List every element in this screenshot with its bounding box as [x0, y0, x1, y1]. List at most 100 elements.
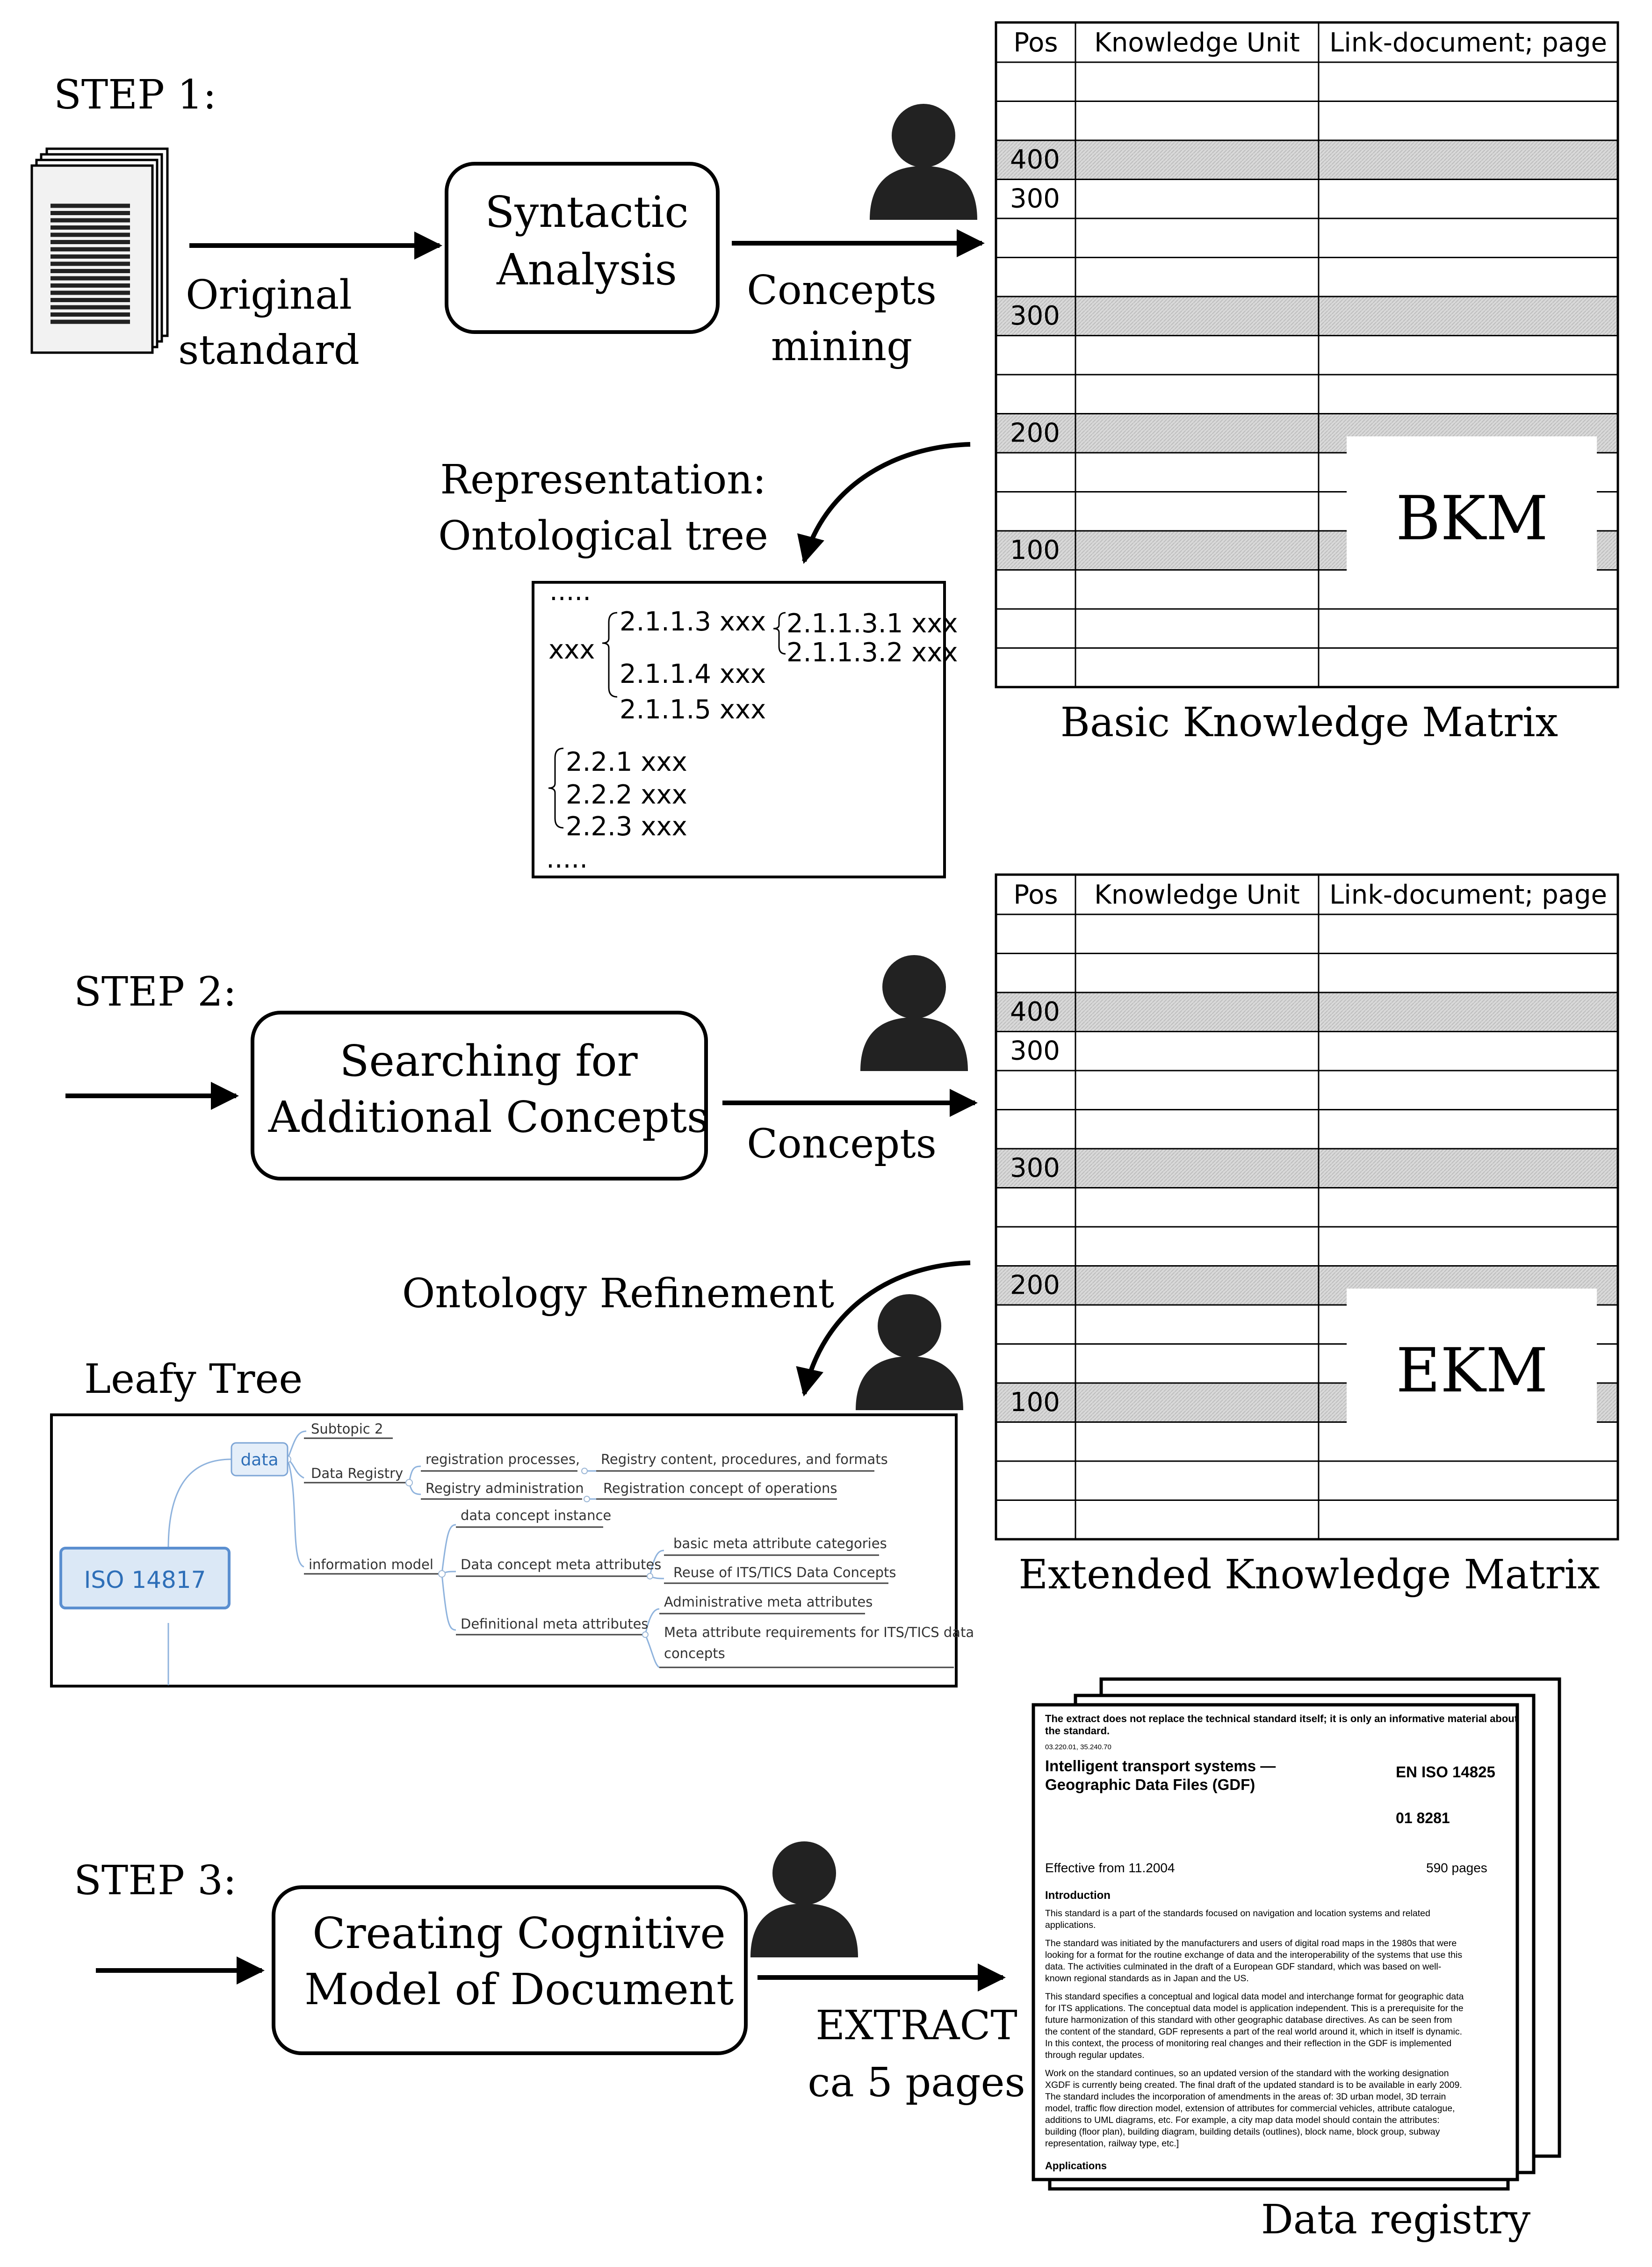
cognitive-model-line2: Model of Document [304, 1964, 734, 2014]
searching-concepts-box [251, 1011, 708, 1181]
ontology-refinement-label: Ontology Refinement [402, 1270, 834, 1317]
doc-paragraph-line: model, traffic flow direction model, ext… [1045, 2103, 1455, 2114]
mindmap-definitional-meta: Definitional meta attributes [461, 1616, 649, 1632]
doc-title: Geographic Data Files (GDF) [1045, 1776, 1255, 1793]
matrix-abbreviation: BKM [1396, 483, 1548, 554]
syntactic-analysis-line1: Syntactic [485, 187, 689, 237]
mindmap-data-concept-instance: data concept instance [461, 1507, 611, 1523]
output-label-line1: Concepts [747, 267, 937, 314]
input-label-line1: Original [186, 272, 352, 319]
concepts-label: Concepts [747, 1121, 937, 1167]
matrix-label-area [1347, 436, 1597, 600]
matrix-position: 300 [1010, 184, 1060, 214]
doc-ics: 03.220.01, 35.240.70 [1045, 1743, 1111, 1751]
leafy-tree-title: Leafy Tree [84, 1356, 303, 1403]
tree-root: xxx [548, 635, 595, 665]
doc-paragraph-line: through regular updates. [1045, 2050, 1144, 2060]
data-registry-label: Data registry [1261, 2196, 1531, 2243]
mindmap-data-label: data [240, 1450, 278, 1470]
matrix-label-area [1347, 1289, 1597, 1452]
tree-dots-bottom: ..... [546, 844, 588, 874]
matrix-header: Link-document; page [1329, 880, 1607, 910]
extract-label-line2: ca 5 pages [808, 2059, 1025, 2106]
extract-label-line1: EXTRACT [815, 2002, 1017, 2049]
mindmap-registration-processes: registration processes, [426, 1451, 580, 1467]
doc-pages: 590 pages [1426, 1861, 1487, 1875]
doc-disclaimer: the standard. [1045, 1725, 1110, 1737]
mindmap-information-model: information model [309, 1557, 433, 1572]
doc-paragraph-line: The standard includes the incorporation … [1045, 2092, 1446, 2102]
matrix-position: 400 [1010, 145, 1060, 175]
tree-node-2.2.1: 2.2.1 xxx [566, 747, 687, 777]
syntactic-analysis-line2: Analysis [496, 245, 677, 295]
syntactic-analysis-box [445, 162, 720, 334]
matrix-position: 300 [1010, 1036, 1060, 1066]
ontological-tree: ..... xxx 2.1.1.3 xxx 2.1.1.4 xxx 2.1.1.… [532, 576, 958, 878]
step1-label: STEP 1: [54, 72, 216, 118]
mindmap-registry-administration: Registry administration [426, 1480, 584, 1496]
matrix-position: 100 [1010, 1387, 1060, 1418]
doc-paragraph-line: This standard is a part of the standards… [1045, 1908, 1430, 1919]
doc-applications-heading: Applications [1045, 2160, 1107, 2172]
doc-paragraph-line: XGDF is currently being created. The fin… [1045, 2080, 1462, 2090]
person-icon [870, 104, 977, 220]
doc-paragraph-line: The standard was initiated by the manufa… [1045, 1938, 1457, 1948]
mindmap-registry-content: Registry content, procedures, and format… [601, 1451, 888, 1467]
mindmap-data-node [231, 1442, 289, 1477]
mindmap-root-node [59, 1547, 231, 1609]
data-registry-document: The extract does not replace the technic… [1032, 1677, 1561, 2191]
leafy-tree-mindmap: ISO 14817 data Subtopic 2 Data Registry … [50, 1413, 974, 1688]
person-icon [856, 1294, 963, 1410]
shaded-row [996, 1149, 1618, 1188]
matrix-header: Knowledge Unit [1094, 28, 1300, 58]
doc-number: EN ISO 14825 [1396, 1763, 1495, 1781]
matrix-abbreviation: EKM [1396, 1335, 1548, 1406]
matrix-position: 200 [1010, 418, 1060, 449]
mindmap-meta-requirements-line2: concepts [664, 1645, 725, 1661]
arrow-icon [797, 442, 971, 564]
doc-disclaimer: The extract does not replace the technic… [1045, 1713, 1518, 1724]
doc-paragraph-line: building (floor plan), building diagram,… [1045, 2127, 1440, 2137]
tree-node-2.1.1.3.2: 2.1.1.3.2 xxx [786, 637, 958, 668]
shaded-row [996, 297, 1618, 336]
matrix-position: 300 [1010, 1153, 1060, 1183]
mindmap-reuse: Reuse of ITS/TICS Data Concepts [673, 1564, 896, 1580]
person-icon [750, 1841, 858, 1957]
tree-node-2.1.1.3: 2.1.1.3 xxx [620, 607, 766, 637]
doc-paragraph-line: for ITS applications. The conceptual dat… [1045, 2003, 1464, 2014]
person-icon [860, 955, 968, 1071]
mindmap-meta-requirements-line1: Meta attribute requirements for ITS/TICS… [664, 1624, 974, 1640]
representation-label-line1: Representation: [440, 456, 766, 503]
tree-dots-top: ..... [549, 576, 591, 607]
matrix-caption: Extended Knowledge Matrix [1018, 1551, 1600, 1598]
doc-paragraph-line: data. The activities culminated in the d… [1045, 1962, 1441, 1972]
doc-paragraph-line: representation, railway type, etc.] [1045, 2138, 1179, 2149]
doc-paragraph-line: known regional standards as in Japan and… [1045, 1973, 1249, 1984]
mindmap-subtopic: Subtopic 2 [311, 1421, 383, 1437]
mindmap-data-concept-meta: Data concept meta attributes [461, 1557, 661, 1572]
mindmap-data-registry: Data Registry [311, 1465, 403, 1481]
document-stack-icon [30, 147, 169, 354]
doc-paragraph-line: applications. [1045, 1920, 1096, 1930]
step2-label: STEP 2: [74, 969, 237, 1015]
matrix-header: Knowledge Unit [1094, 880, 1300, 910]
matrix-header: Pos [1013, 28, 1058, 58]
matrix-position: 300 [1010, 301, 1060, 331]
doc-title: Intelligent transport systems — [1045, 1757, 1276, 1774]
doc-paragraph-line: looking for a format for the routine exc… [1045, 1950, 1462, 1960]
doc-code: 01 8281 [1396, 1810, 1450, 1826]
shaded-row [996, 140, 1618, 180]
doc-effective: Effective from 11.2004 [1045, 1861, 1175, 1875]
mindmap-root-label: ISO 14817 [84, 1566, 206, 1593]
output-label-line2: mining [771, 323, 912, 370]
doc-paragraph-line: This standard specifies a conceptual and… [1045, 1992, 1464, 2002]
doc-paragraph-line: additions to UML diagrams, etc. For exam… [1045, 2115, 1440, 2125]
arrow-icon [796, 1260, 971, 1397]
mindmap-basic-meta: basic meta attribute categories [673, 1535, 887, 1551]
input-label-line2: standard [178, 327, 360, 374]
searching-concepts-line1: Searching for [339, 1036, 637, 1086]
step3-label: STEP 3: [74, 1857, 237, 1904]
searching-concepts-line2: Additional Concepts [268, 1092, 709, 1142]
